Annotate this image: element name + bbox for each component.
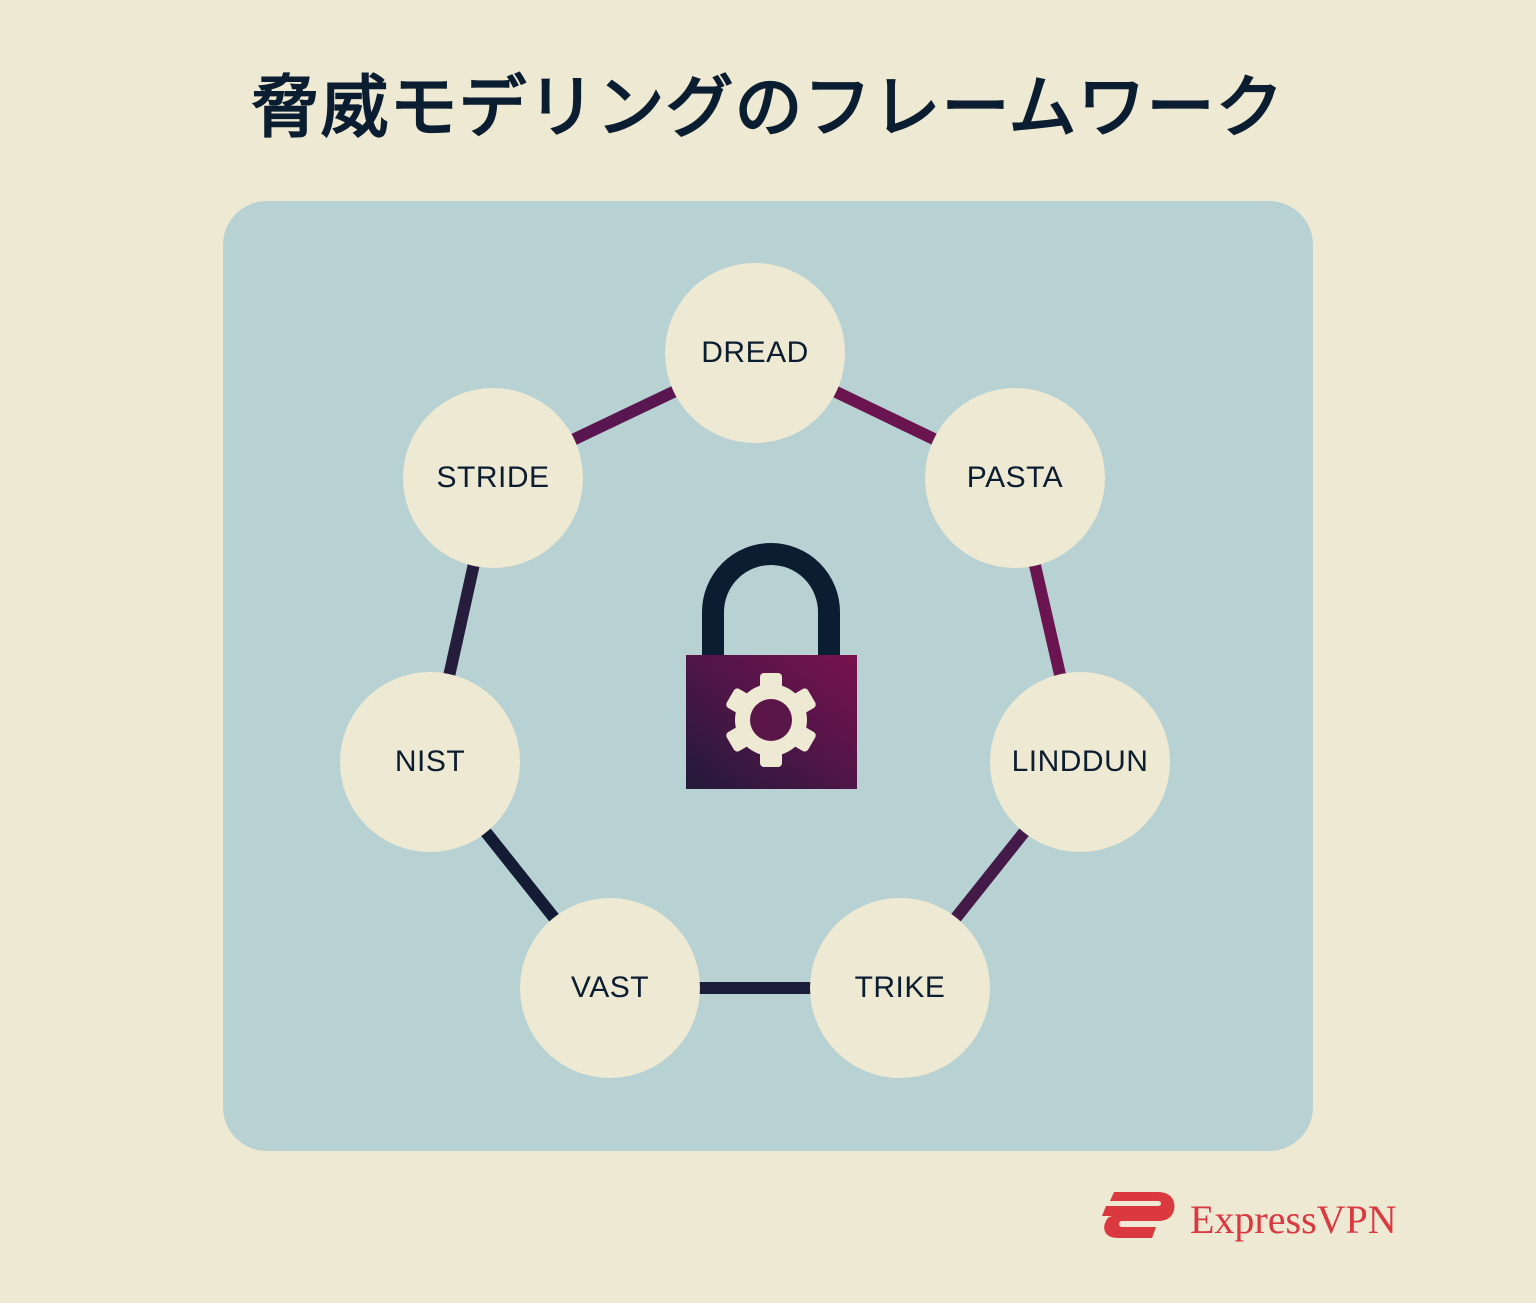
node-linddun: LINDDUN: [990, 672, 1170, 852]
gear-icon: [726, 673, 816, 767]
node-label: STRIDE: [436, 461, 550, 494]
page-title: 脅威モデリングのフレームワーク: [251, 69, 1285, 148]
node-pasta: PASTA: [925, 388, 1105, 568]
padlock-shackle: [702, 543, 840, 657]
padlock-with-gear-icon: [686, 543, 857, 789]
node-nist: NIST: [340, 672, 520, 852]
node-label: PASTA: [966, 461, 1064, 494]
expressvpn-logo-icon: [1102, 1192, 1175, 1238]
node-label: DREAD: [701, 336, 809, 369]
node-label: LINDDUN: [1011, 745, 1149, 778]
node-trike: TRIKE: [810, 898, 990, 1078]
node-label: NIST: [394, 745, 466, 778]
node-vast: VAST: [520, 898, 700, 1078]
brand-name: ExpressVPN: [1190, 1196, 1397, 1242]
node-dread: DREAD: [665, 263, 845, 443]
node-stride: STRIDE: [403, 388, 583, 568]
node-label: VAST: [570, 971, 650, 1004]
node-label: TRIKE: [854, 971, 946, 1004]
brand-logo: ExpressVPN: [1100, 1188, 1397, 1250]
